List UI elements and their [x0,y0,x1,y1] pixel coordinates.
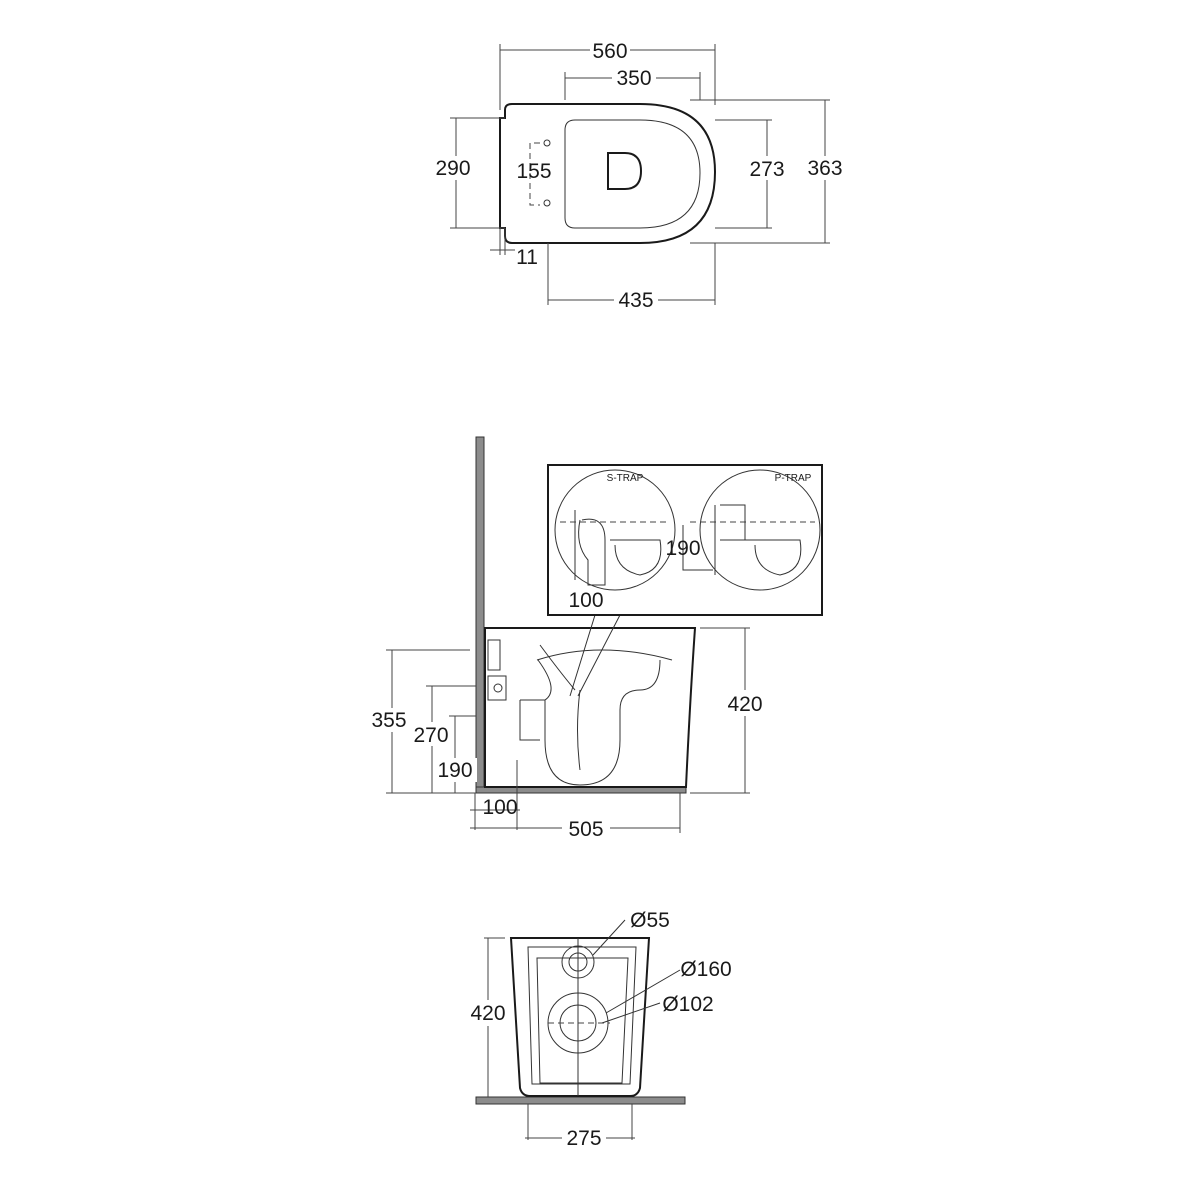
side-view: S-TRAP P-TRAP 190 100 355 270 190 420 10… [370,436,823,841]
dim-s-trap: 100 [568,589,603,612]
pan-front-outline [509,937,651,1097]
floor [475,1096,686,1105]
dim-seat-length: 350 [616,67,651,90]
fixing-hole-icon [543,139,551,147]
front-view: Ø55 Ø160 Ø102 420 275 [466,909,732,1150]
pan-outline [499,103,717,244]
dim-overall-length: 560 [592,40,627,63]
dim-outlet-outer-diameter: Ø160 [680,958,731,981]
dim-offset: 11 [516,246,538,269]
dim-fixing-spacing: 155 [516,160,551,183]
dim-p-trap: 190 [665,537,700,560]
pan-side-outline [484,627,697,788]
dim-overall-width: 363 [807,157,842,180]
dim-seat-width: 273 [749,158,784,181]
seat-outline [564,119,701,229]
dim-height-190: 190 [437,759,472,782]
bowl-opening [607,152,643,190]
dim-body-length: 435 [618,289,653,312]
fixing-hole-icon [543,199,551,207]
dim-height-355: 355 [371,709,406,732]
dim-length: 505 [568,818,603,841]
s-trap-label: S-TRAP [607,473,644,484]
dim-width: 290 [435,157,470,180]
dim-height-270: 270 [413,724,448,747]
dim-inlet-diameter: Ø55 [630,909,670,932]
dim-fixing-width: 275 [566,1127,601,1150]
p-trap-label: P-TRAP [775,473,812,484]
dim-height-420: 420 [727,693,762,716]
dim-outlet-inner-diameter: Ø102 [662,993,713,1016]
dim-front-height: 420 [470,1002,505,1025]
trap-inset: S-TRAP P-TRAP 190 100 [547,464,823,616]
top-view: 560 350 290 155 273 363 11 435 [430,38,847,312]
fixing-icon [493,683,503,693]
dim-wall-offset: 100 [482,796,517,819]
wall [475,436,485,791]
